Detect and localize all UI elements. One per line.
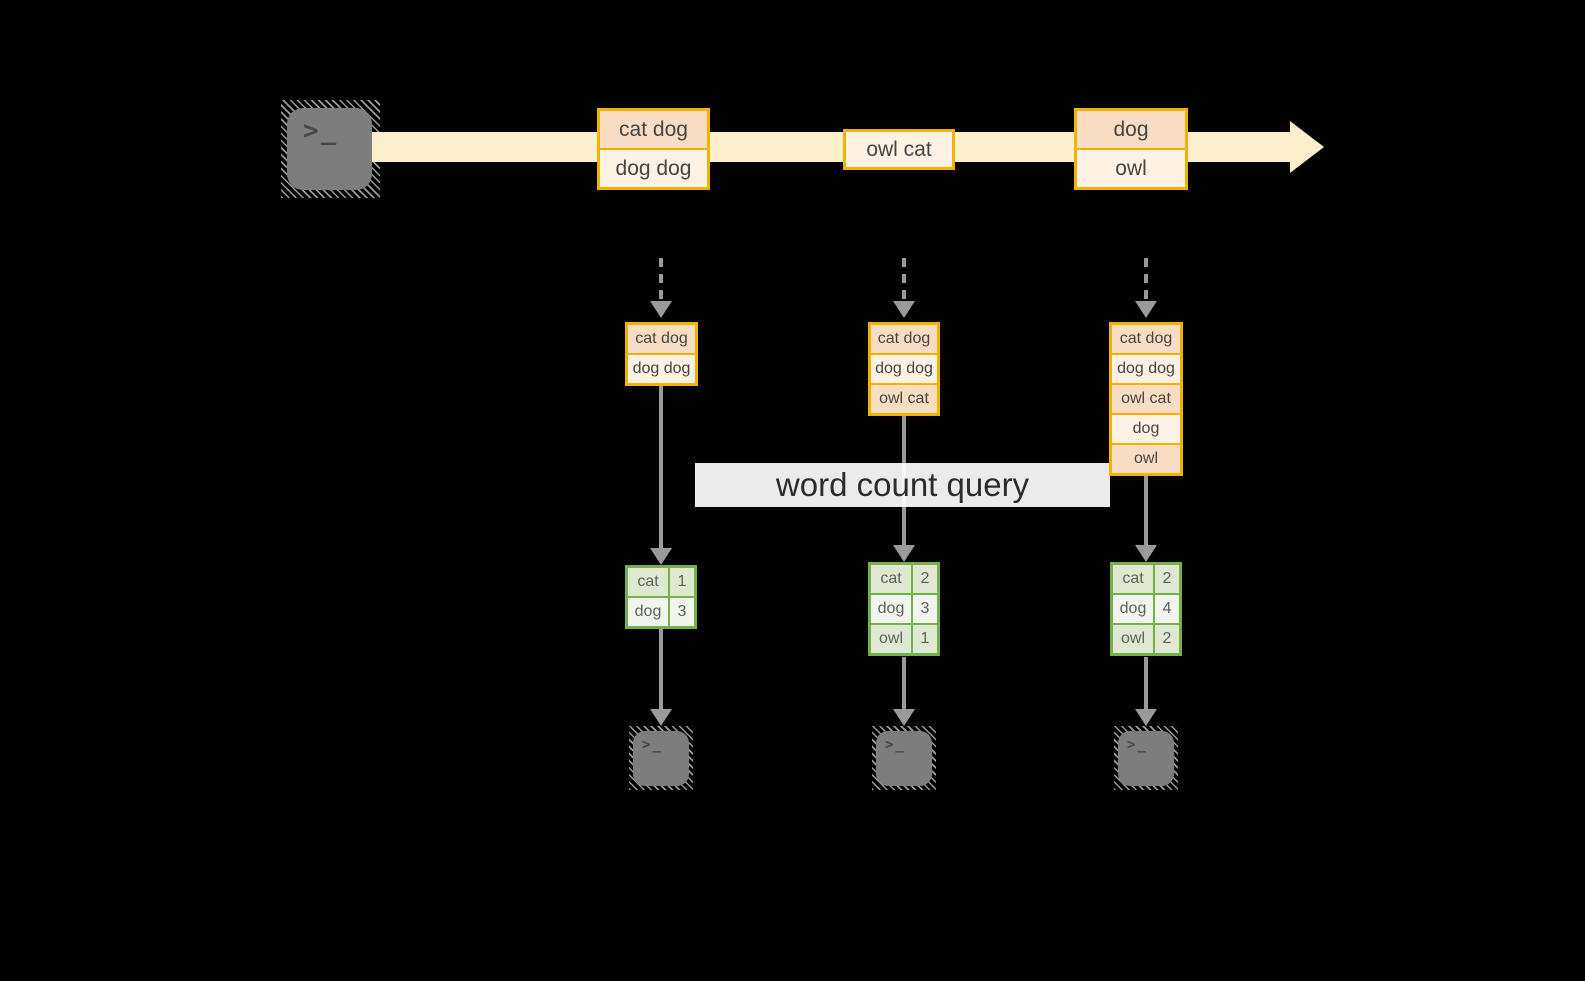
- count-value: 3: [913, 595, 937, 623]
- state-line: owl cat: [1112, 385, 1180, 413]
- sink-arrowhead-icon-2: [893, 709, 915, 726]
- count-value: 2: [1155, 625, 1179, 653]
- count-value: 1: [670, 568, 694, 596]
- state-line: cat dog: [628, 325, 695, 353]
- state-line: dog: [1112, 415, 1180, 443]
- query-arrowhead-icon-1: [650, 548, 672, 565]
- count-word: cat: [628, 568, 668, 596]
- count-word: owl: [871, 625, 911, 653]
- query-arrowhead-icon-2: [893, 545, 915, 562]
- batch-line: owl: [1077, 150, 1185, 187]
- terminal-sink-icon-2: >_: [876, 731, 932, 786]
- batch-line: cat dog: [600, 111, 707, 148]
- state-line: owl: [1112, 445, 1180, 473]
- state-line: dog dog: [628, 355, 695, 383]
- state-stack-1: cat dog dog dog: [625, 322, 698, 386]
- sink-arrow-line-3: [1144, 657, 1148, 710]
- count-value: 2: [1155, 565, 1179, 593]
- count-value: 3: [670, 598, 694, 626]
- terminal-sink-icon-3: >_: [1118, 731, 1174, 786]
- count-table-1: cat 1 dog 3: [625, 565, 697, 629]
- dashed-arrow-line-1: [659, 258, 663, 302]
- count-value: 1: [913, 625, 937, 653]
- stream-batch-1: cat dog dog dog: [597, 108, 710, 190]
- state-line: dog dog: [1112, 355, 1180, 383]
- query-arrow-line-1: [659, 385, 663, 548]
- count-word: dog: [871, 595, 911, 623]
- batch-line: dog: [1077, 111, 1185, 148]
- state-stack-3: cat dog dog dog owl cat dog owl: [1109, 322, 1183, 476]
- terminal-prompt-icon: >_: [642, 737, 663, 753]
- dashed-arrow-line-3: [1144, 258, 1148, 302]
- count-value: 4: [1155, 595, 1179, 623]
- terminal-prompt-icon: >_: [303, 116, 339, 146]
- count-table-2: cat 2 dog 3 owl 1: [868, 562, 940, 656]
- state-stack-2: cat dog dog dog owl cat: [868, 322, 940, 416]
- dashed-arrowhead-icon-3: [1135, 301, 1157, 318]
- count-word: owl: [1113, 625, 1153, 653]
- terminal-prompt-icon: >_: [1127, 737, 1148, 753]
- dashed-arrow-line-2: [902, 258, 906, 302]
- count-word: dog: [1113, 595, 1153, 623]
- sink-arrow-line-1: [659, 628, 663, 710]
- query-arrow-line-3: [1144, 475, 1148, 545]
- batch-line: owl cat: [846, 132, 952, 167]
- state-line: owl cat: [871, 385, 937, 413]
- dashed-arrowhead-icon-1: [650, 301, 672, 318]
- count-table-3: cat 2 dog 4 owl 2: [1110, 562, 1182, 656]
- query-label: word count query: [695, 463, 1110, 507]
- sink-arrow-line-2: [902, 657, 906, 710]
- terminal-source-icon: >_: [287, 108, 372, 190]
- count-word: cat: [1113, 565, 1153, 593]
- stream-batch-2: owl cat: [843, 129, 955, 170]
- terminal-prompt-icon: >_: [885, 737, 906, 753]
- state-line: dog dog: [871, 355, 937, 383]
- sink-arrowhead-icon-3: [1135, 709, 1157, 726]
- terminal-sink-icon-1: >_: [633, 731, 689, 786]
- state-line: cat dog: [871, 325, 937, 353]
- state-line: cat dog: [1112, 325, 1180, 353]
- count-word: cat: [871, 565, 911, 593]
- sink-arrowhead-icon-1: [650, 709, 672, 726]
- stream-arrowhead-icon: [1290, 121, 1324, 173]
- stream-batch-3: dog owl: [1074, 108, 1188, 190]
- count-value: 2: [913, 565, 937, 593]
- dashed-arrowhead-icon-2: [893, 301, 915, 318]
- count-word: dog: [628, 598, 668, 626]
- query-arrowhead-icon-3: [1135, 545, 1157, 562]
- batch-line: dog dog: [600, 150, 707, 187]
